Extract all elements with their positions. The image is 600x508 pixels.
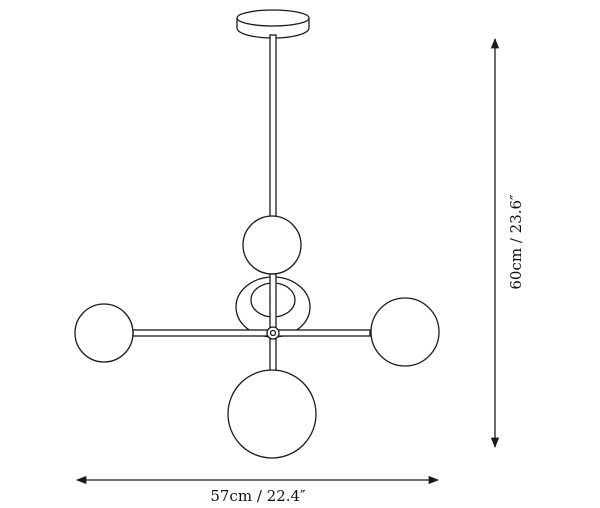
- bottom-globe: [227, 369, 317, 459]
- down-rod: [269, 34, 277, 219]
- right-globe: [370, 297, 440, 367]
- horizontal-arm: [132, 329, 371, 337]
- left-globe: [74, 303, 134, 363]
- center-rod: [269, 273, 277, 373]
- center-hub: [266, 326, 280, 340]
- ceiling-canopy: [236, 9, 310, 39]
- width-label: 57cm / 22.4″: [210, 487, 306, 505]
- height-label: 60cm / 23.6″: [507, 194, 525, 290]
- top-globe: [242, 215, 302, 275]
